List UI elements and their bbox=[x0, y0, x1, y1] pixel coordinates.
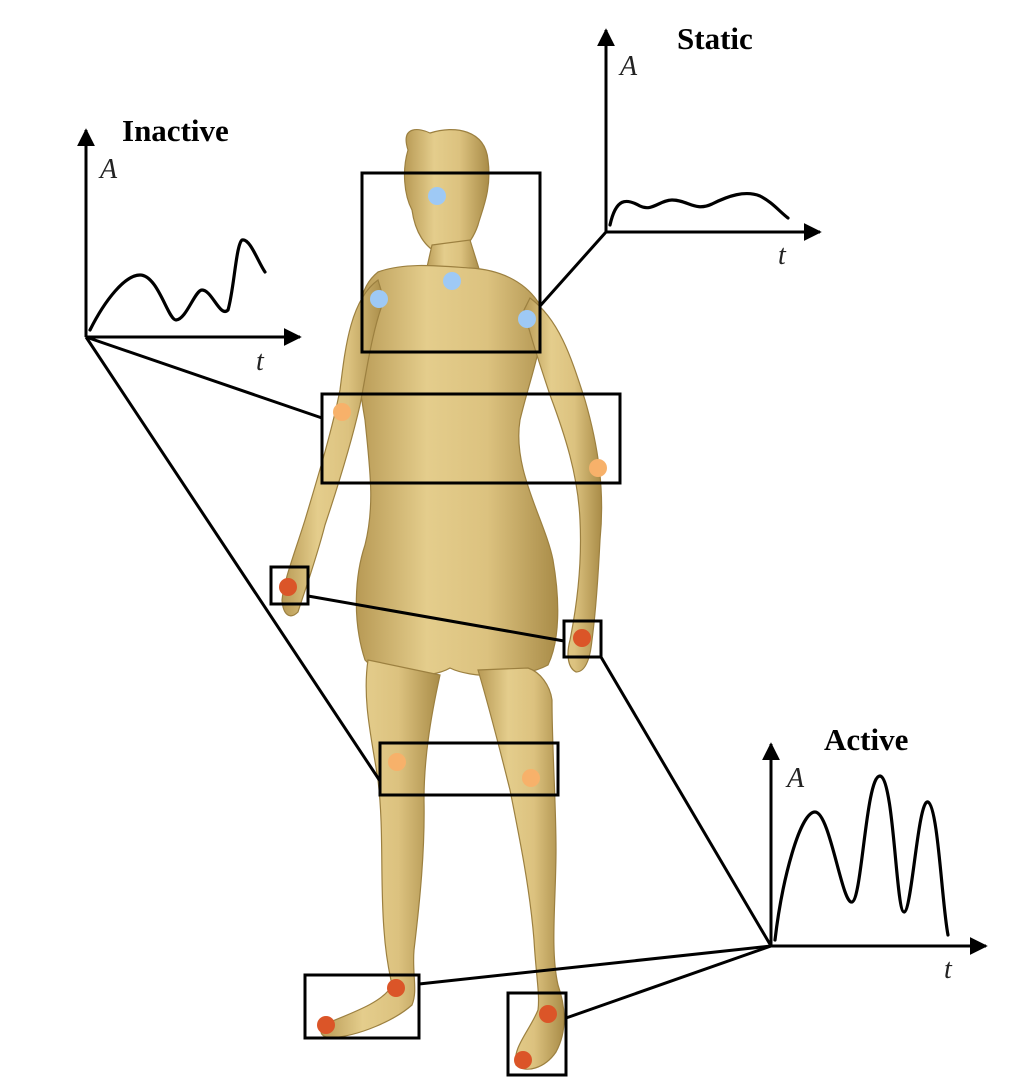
marker-static bbox=[443, 272, 461, 290]
marker-static bbox=[370, 290, 388, 308]
inactive-x-label: t bbox=[256, 346, 265, 377]
box-left-foot bbox=[303, 973, 421, 1040]
connector-wrists bbox=[307, 594, 565, 643]
active-x-label: t bbox=[944, 954, 953, 985]
static-title: Static bbox=[677, 21, 753, 56]
static-y-label: A bbox=[618, 51, 638, 82]
connector-active-leftfoot bbox=[418, 944, 772, 986]
static-graph: Static A t bbox=[597, 21, 822, 271]
marker-active bbox=[387, 979, 405, 997]
marker-static bbox=[428, 187, 446, 205]
marker-inactive bbox=[388, 753, 406, 771]
marker-active bbox=[539, 1005, 557, 1023]
box-left-wrist bbox=[269, 565, 310, 606]
connector-active-wrist bbox=[599, 656, 773, 947]
connector-active-rightfoot bbox=[565, 944, 772, 1020]
inactive-title: Inactive bbox=[122, 113, 229, 148]
static-x-label: t bbox=[778, 240, 787, 271]
markers bbox=[279, 187, 607, 1069]
active-y-label: A bbox=[785, 763, 805, 794]
marker-active bbox=[573, 629, 591, 647]
region-boxes bbox=[269, 171, 622, 1077]
marker-static bbox=[518, 310, 536, 328]
inactive-curve bbox=[88, 238, 267, 332]
box-knees bbox=[378, 741, 560, 797]
box-upper-arms bbox=[320, 392, 622, 485]
inactive-graph: Inactive A t bbox=[77, 113, 302, 377]
connector-static-head bbox=[538, 231, 608, 307]
marker-inactive bbox=[522, 769, 540, 787]
box-right-wrist bbox=[562, 619, 603, 659]
connector-inactive-knees bbox=[84, 336, 382, 782]
marker-inactive bbox=[333, 403, 351, 421]
inactive-y-label: A bbox=[98, 154, 118, 185]
active-title: Active bbox=[824, 722, 908, 757]
marker-active bbox=[279, 578, 297, 596]
marker-inactive bbox=[589, 459, 607, 477]
active-graph: Active A t bbox=[762, 722, 988, 985]
marker-active bbox=[514, 1051, 532, 1069]
human-figure bbox=[281, 128, 603, 1070]
connectors bbox=[84, 231, 773, 1020]
active-curve bbox=[773, 774, 950, 942]
marker-active bbox=[317, 1016, 335, 1034]
box-right-foot bbox=[506, 991, 568, 1077]
box-head-shoulders bbox=[360, 171, 542, 354]
connector-inactive-arms bbox=[85, 335, 323, 420]
static-curve bbox=[608, 191, 790, 227]
